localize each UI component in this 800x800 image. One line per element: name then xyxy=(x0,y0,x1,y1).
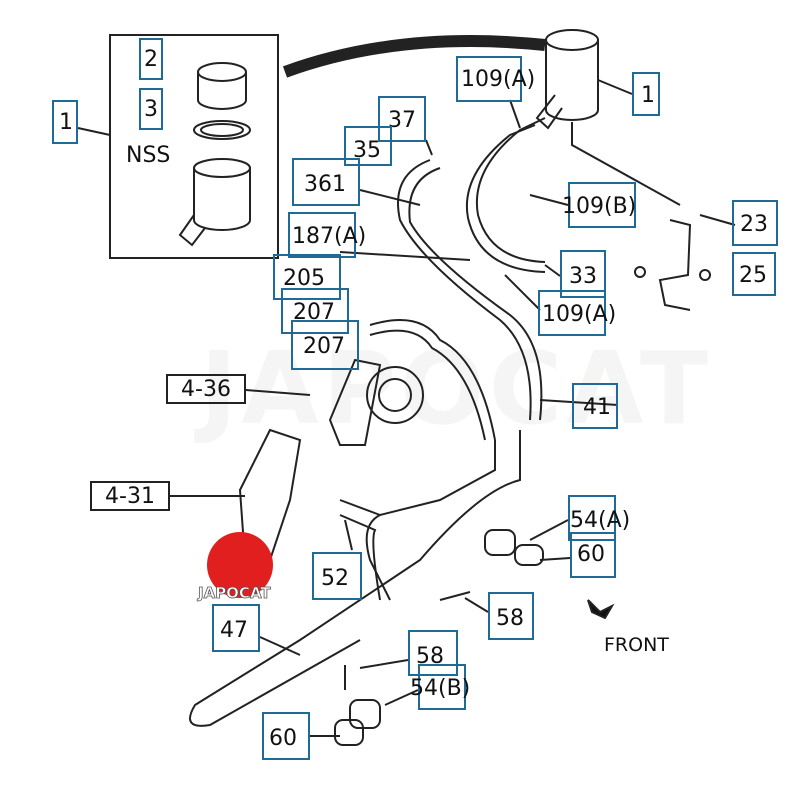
callout-52[interactable]: 52 xyxy=(312,552,362,600)
logo-text: JAPOCAT xyxy=(198,584,271,603)
inset-frame xyxy=(109,34,279,259)
ref-4-31[interactable]: 4-31 xyxy=(90,481,170,511)
callout-60-lower[interactable]: 60 xyxy=(262,712,310,760)
label-nss: NSS xyxy=(126,143,171,168)
callout-41[interactable]: 41 xyxy=(572,383,618,429)
callout-207-upper[interactable]: 207 xyxy=(281,288,349,334)
callout-58-lower[interactable]: 58 xyxy=(408,630,458,676)
callout-33[interactable]: 33 xyxy=(560,250,606,298)
callout-23[interactable]: 23 xyxy=(732,200,778,246)
callout-109b[interactable]: 109(B) xyxy=(562,182,636,228)
callout-1-right[interactable]: 1 xyxy=(632,72,660,116)
callout-205[interactable]: 205 xyxy=(273,254,341,300)
callout-207-lower[interactable]: 207 xyxy=(291,320,359,370)
callout-54a[interactable]: 54(A) xyxy=(568,495,630,541)
callout-54b[interactable]: 54(B) xyxy=(410,664,470,710)
callout-35[interactable]: 35 xyxy=(344,126,392,166)
callout-109a-top[interactable]: 109(A) xyxy=(456,56,535,102)
callout-2[interactable]: 2 xyxy=(139,38,163,80)
callout-58-right[interactable]: 58 xyxy=(488,592,534,640)
callout-47[interactable]: 47 xyxy=(212,604,260,652)
callout-1-left[interactable]: 1 xyxy=(52,100,78,144)
ref-4-36[interactable]: 4-36 xyxy=(166,374,246,404)
callout-3[interactable]: 3 xyxy=(139,88,163,130)
callout-187a[interactable]: 187(A) xyxy=(288,212,366,258)
callout-109a-lower[interactable]: 109(A) xyxy=(538,290,616,336)
front-label: FRONT xyxy=(604,634,669,656)
callout-25[interactable]: 25 xyxy=(732,252,776,296)
japocat-logo xyxy=(207,532,273,598)
callout-361[interactable]: 361 xyxy=(292,158,360,206)
callout-60-upper[interactable]: 60 xyxy=(570,532,616,578)
callout-37[interactable]: 37 xyxy=(378,96,426,142)
